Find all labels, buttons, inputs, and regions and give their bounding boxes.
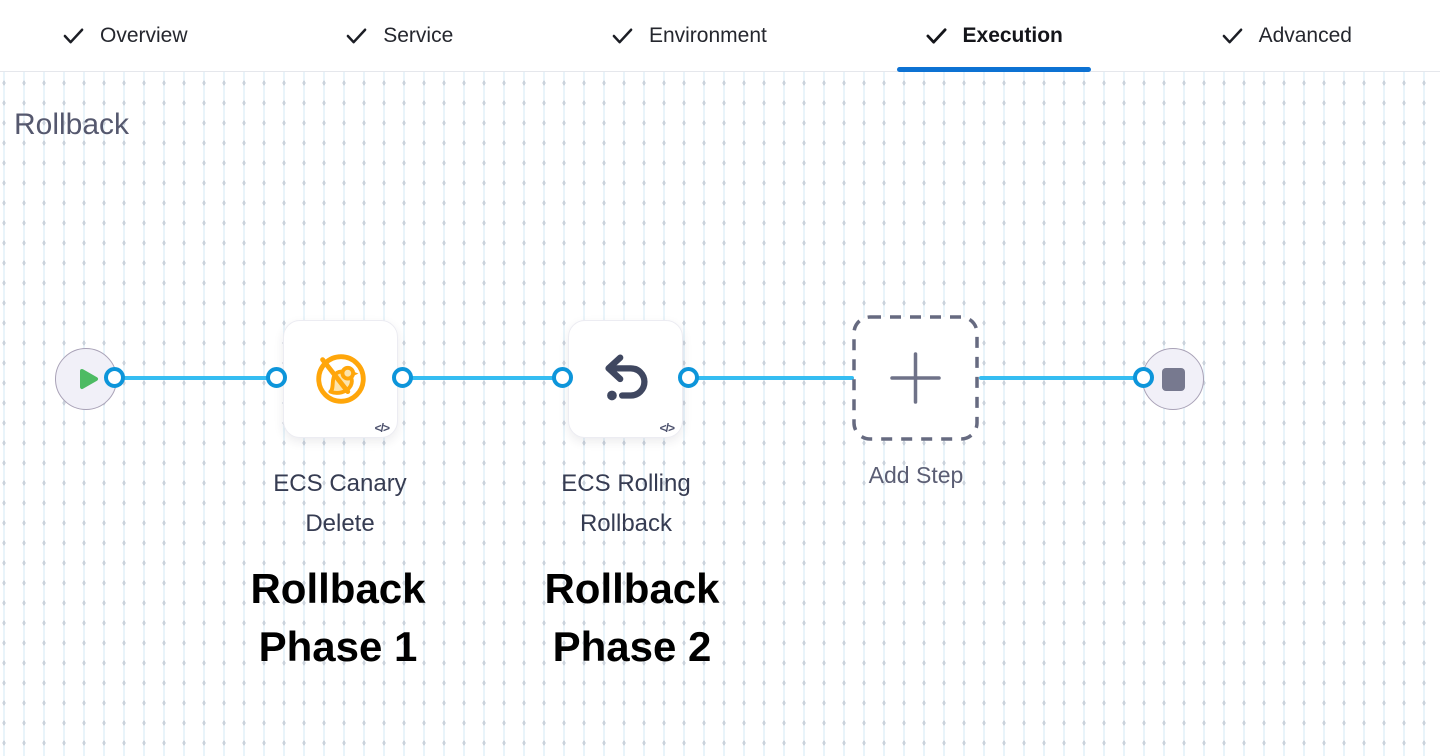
port[interactable] bbox=[552, 367, 573, 388]
port[interactable] bbox=[392, 367, 413, 388]
tab-label: Environment bbox=[648, 23, 767, 47]
tab-overview[interactable]: Overview bbox=[32, 0, 218, 71]
port[interactable] bbox=[266, 367, 287, 388]
plus-icon bbox=[890, 352, 941, 404]
step-node-ecs-canary-delete[interactable]: </> bbox=[283, 320, 398, 438]
tab-label: Execution bbox=[962, 23, 1063, 47]
connector-line bbox=[688, 376, 854, 380]
canary-delete-icon bbox=[315, 354, 366, 404]
stage-config-tabbar: Overview Service Environment Execution A… bbox=[0, 0, 1440, 72]
step-node-ecs-rolling-rollback[interactable]: </> bbox=[568, 320, 683, 438]
tab-advanced[interactable]: Advanced bbox=[1191, 0, 1382, 71]
check-icon bbox=[63, 28, 84, 44]
connector-line bbox=[115, 376, 277, 380]
add-step-label: Add Step bbox=[868, 462, 964, 488]
active-tab-underline bbox=[896, 67, 1091, 72]
tab-service[interactable]: Service bbox=[315, 0, 483, 71]
add-step-button[interactable] bbox=[852, 315, 979, 441]
step-name-label: ECS Canary Delete bbox=[273, 470, 407, 537]
check-icon bbox=[1222, 28, 1242, 44]
tab-execution[interactable]: Execution bbox=[895, 0, 1093, 72]
port[interactable] bbox=[678, 367, 699, 388]
connector-line bbox=[979, 376, 1144, 380]
check-icon bbox=[926, 28, 947, 44]
annotation-rollback-phase-1: Rollback Phase 1 bbox=[250, 565, 426, 670]
check-icon bbox=[346, 28, 367, 44]
port[interactable] bbox=[104, 367, 125, 388]
check-icon bbox=[612, 28, 633, 44]
tab-label: Advanced bbox=[1258, 23, 1352, 47]
tab-label: Overview bbox=[100, 23, 188, 47]
play-icon bbox=[79, 369, 98, 389]
tab-environment[interactable]: Environment bbox=[581, 0, 797, 71]
code-template-icon: </> bbox=[659, 421, 675, 435]
port[interactable] bbox=[1133, 367, 1154, 388]
step-name-label: ECS Rolling Rollback bbox=[561, 470, 691, 537]
pipeline-canvas[interactable]: Rollback </> E bbox=[0, 72, 1440, 756]
stop-icon bbox=[1161, 367, 1185, 391]
code-template-icon: </> bbox=[374, 421, 390, 435]
rollback-arrow-icon bbox=[604, 354, 648, 401]
tab-label: Service bbox=[383, 23, 454, 47]
annotation-rollback-phase-2: Rollback Phase 2 bbox=[544, 565, 720, 670]
section-title: Rollback bbox=[14, 108, 130, 141]
connector-line bbox=[403, 376, 563, 380]
